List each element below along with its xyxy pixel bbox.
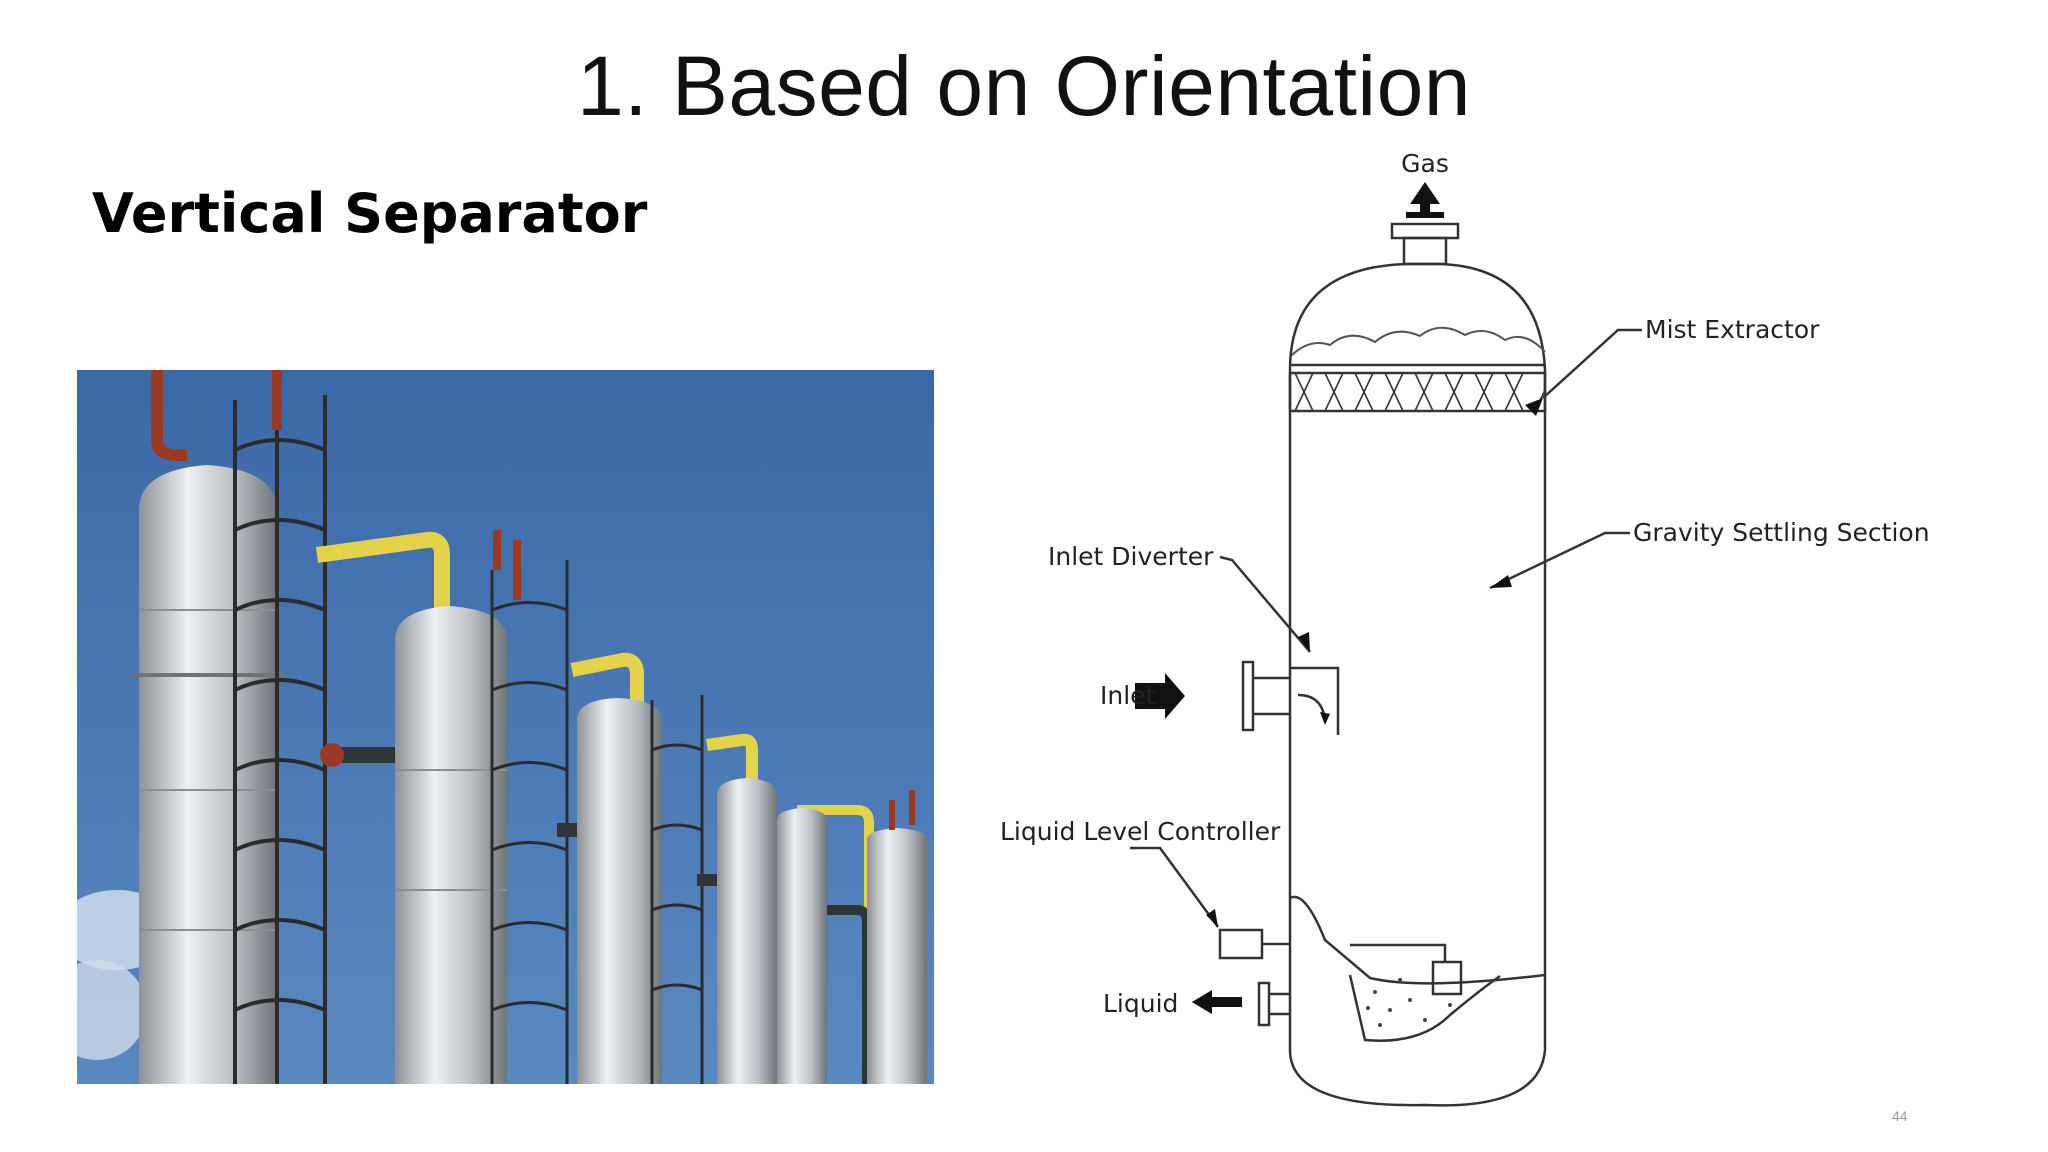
label-liquid-level-controller: Liquid Level Controller [1000,817,1281,846]
inlet-deflect [1298,695,1325,720]
vessel [129,465,287,1084]
label-inlet: Inlet [1100,681,1156,710]
liquid-surface [1290,897,1545,983]
deflect-arrowhead [1320,712,1330,725]
controller-leader [1130,848,1218,927]
float [1433,962,1461,994]
label-gas: Gas [1401,149,1449,178]
vessel [395,606,507,1084]
gas-arrow-stem [1406,212,1444,218]
diverter-arrowhead [1298,632,1310,652]
gas-outlet-nozzle [1404,238,1446,264]
inlet-flange [1243,662,1253,730]
level-controller-box [1220,930,1262,958]
inlet-pipe [1253,678,1290,714]
liquid-outlet-pipe [1269,994,1290,1014]
liquid-outlet-flange [1259,983,1269,1025]
vessel [717,778,777,1084]
mist-leader [1543,330,1642,398]
liquid-arrow-stem [1212,997,1242,1007]
liquid-pool [1350,975,1500,1041]
liquid-particles [1366,978,1452,1027]
float-arm [1350,945,1445,962]
gravity-arrowhead [1490,575,1512,588]
mist-arrowhead [1525,398,1543,416]
section-heading: Vertical Separator [92,182,647,245]
separator-diagram: Gas Mist Extractor Gravity Settling Sect… [980,140,1980,1120]
slide-title: 1. Based on Orientation [0,38,2048,135]
vessel [577,698,662,1084]
label-inlet-diverter: Inlet Diverter [1048,542,1214,571]
flange [320,743,344,767]
separator-photo [77,370,934,1084]
gravity-leader [1490,533,1630,588]
label-mist-extractor: Mist Extractor [1645,315,1820,344]
arrows [1135,182,1543,1014]
mesh-hatch [1295,373,1545,411]
gas-outlet-flange [1392,224,1458,238]
mist-wave [1292,328,1545,355]
label-gravity-settling: Gravity Settling Section [1633,518,1930,547]
page-number: 44 [1892,1108,1908,1124]
label-liquid: Liquid [1103,989,1178,1018]
liquid-arrow-head [1192,990,1212,1014]
diverter-leader [1220,557,1310,652]
inlet-diverter [1290,668,1338,735]
